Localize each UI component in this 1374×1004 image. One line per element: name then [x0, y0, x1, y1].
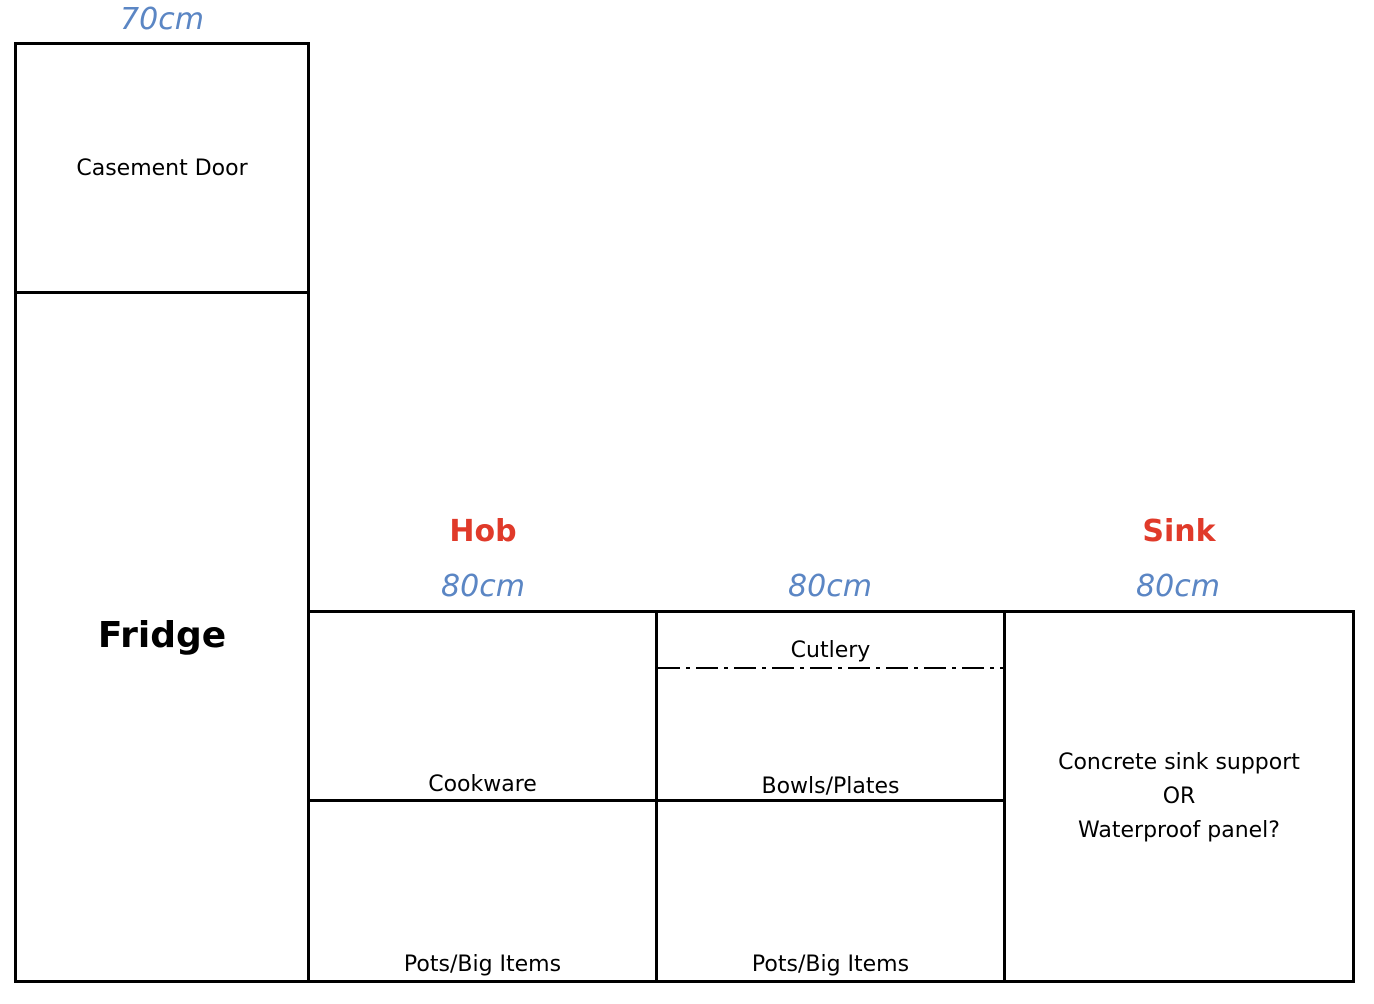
bowls-plates-drawer-label: Bowls/Plates [761, 774, 900, 799]
fridge-width-label: 70cm [120, 2, 204, 37]
sink-content-line-3: Waterproof panel? [1078, 818, 1280, 843]
cutlery-divider-dashed [658, 667, 1003, 669]
cutlery-drawer-label: Cutlery [790, 638, 871, 663]
hob-cabinet-width-label: 80cm [441, 569, 525, 604]
hob-cabinet-divider [307, 799, 658, 802]
middle-cabinet-divider [655, 799, 1006, 802]
sink-cabinet-width-label: 80cm [1136, 569, 1220, 604]
middle-cabinet-width-label: 80cm [788, 569, 872, 604]
sink-cabinet [1003, 610, 1355, 983]
sink-label: Sink [1142, 514, 1216, 549]
fridge-label: Fridge [97, 615, 227, 656]
hob-pots-drawer-label: Pots/Big Items [403, 952, 562, 977]
middle-pots-drawer-label: Pots/Big Items [751, 952, 910, 977]
sink-content-line-1: Concrete sink support [1058, 750, 1300, 775]
hob-label: Hob [449, 514, 517, 549]
sink-content-line-2: OR [1162, 784, 1196, 809]
cookware-drawer-label: Cookware [428, 772, 537, 797]
casement-door-label: Casement Door [76, 156, 248, 181]
